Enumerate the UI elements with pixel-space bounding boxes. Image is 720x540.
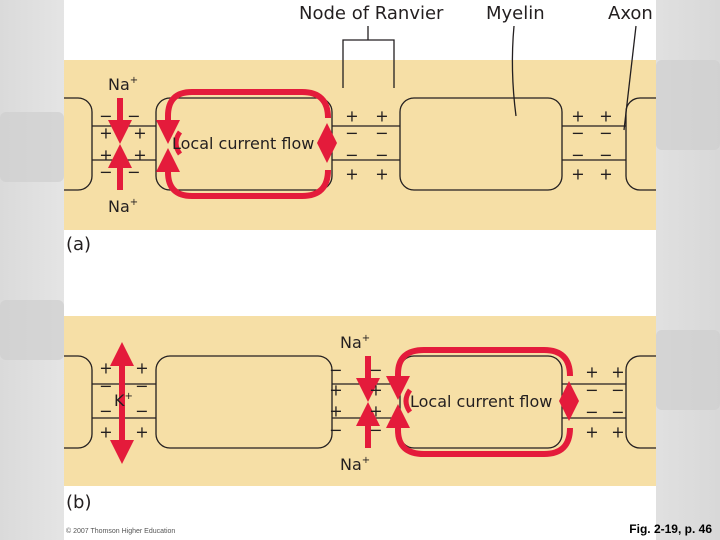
minus-charge-sign: − xyxy=(127,107,140,126)
node-bracket xyxy=(342,26,395,88)
plus-charge-sign: + xyxy=(375,165,388,184)
plus-charge-sign: + xyxy=(585,423,598,442)
axon-pointer xyxy=(623,25,637,131)
plus-charge-sign: + xyxy=(571,165,584,184)
plus-charge-sign: + xyxy=(375,107,388,126)
plus-charge-sign: + xyxy=(345,107,358,126)
plus-charge-sign: + xyxy=(369,381,382,400)
minus-charge-sign: − xyxy=(127,163,140,182)
myelin-sheath xyxy=(625,355,656,449)
current-loop-bottom-b xyxy=(386,404,573,457)
plus-charge-sign: + xyxy=(585,363,598,382)
minus-charge-sign: − xyxy=(571,124,584,143)
minus-charge-sign: − xyxy=(599,146,612,165)
background-shape xyxy=(0,112,64,182)
panel-b xyxy=(64,316,656,486)
plus-charge-sign: + xyxy=(599,165,612,184)
ion-na-bottom-a: Na+ xyxy=(108,197,138,216)
minus-charge-sign: − xyxy=(329,361,342,380)
minus-charge-sign: − xyxy=(99,163,112,182)
minus-charge-sign: − xyxy=(375,146,388,165)
myelin-sheath xyxy=(64,355,93,449)
background-shape xyxy=(656,60,720,150)
copyright-notice: © 2007 Thomson Higher Education xyxy=(66,528,176,535)
figure-panel: Node of Ranvier Myelin Axon (a) (b) Na+ … xyxy=(64,0,656,540)
plus-charge-sign: + xyxy=(611,423,624,442)
plus-charge-sign: + xyxy=(135,359,148,378)
minus-charge-sign: − xyxy=(135,402,148,421)
myelin-sheath xyxy=(399,97,563,191)
myelin-sheath xyxy=(64,97,93,191)
background-shape xyxy=(656,330,720,410)
minus-charge-sign: − xyxy=(611,403,624,422)
minus-charge-sign: − xyxy=(585,381,598,400)
minus-charge-sign: − xyxy=(585,403,598,422)
plus-charge-sign: + xyxy=(133,146,146,165)
current-bracket-left-b xyxy=(403,388,413,414)
minus-charge-sign: − xyxy=(611,381,624,400)
ion-na-top-a: Na+ xyxy=(108,75,138,94)
panel-b-tag: (b) xyxy=(66,492,91,513)
current-loop-bottom-a xyxy=(156,148,331,199)
current-bracket-left-a xyxy=(173,130,183,156)
minus-charge-sign: − xyxy=(571,146,584,165)
minus-charge-sign: − xyxy=(99,107,112,126)
panel-a xyxy=(64,25,656,230)
myelinated-axon-diagram: Node of Ranvier Myelin Axon (a) (b) Na+ … xyxy=(64,3,656,513)
minus-charge-sign: − xyxy=(135,377,148,396)
plus-charge-sign: + xyxy=(369,402,382,421)
ion-k-b: K+ xyxy=(114,391,133,410)
plus-charge-sign: + xyxy=(135,423,148,442)
myelin-pointer xyxy=(511,25,517,117)
figure-caption: Fig. 2-19, p. 46 xyxy=(629,522,712,536)
minus-charge-sign: − xyxy=(369,361,382,380)
plus-charge-sign: + xyxy=(99,359,112,378)
minus-charge-sign: − xyxy=(345,124,358,143)
plus-charge-sign: + xyxy=(99,423,112,442)
local-current-flow-label-b: Local current flow xyxy=(410,392,552,411)
ion-na-bottom-b: Na+ xyxy=(340,455,370,474)
label-myelin: Myelin xyxy=(486,3,545,24)
myelin-sheath xyxy=(625,97,656,191)
minus-charge-sign: − xyxy=(99,402,112,421)
local-current-flow-label-a: Local current flow xyxy=(172,134,314,153)
plus-charge-sign: + xyxy=(99,124,112,143)
current-loop-top-b xyxy=(386,347,573,400)
beige-background-a xyxy=(64,60,656,230)
minus-charge-sign: − xyxy=(345,146,358,165)
minus-charge-sign: − xyxy=(599,124,612,143)
plus-charge-sign: + xyxy=(599,107,612,126)
plus-charge-sign: + xyxy=(611,363,624,382)
plus-charge-sign: + xyxy=(329,402,342,421)
plus-charge-sign: + xyxy=(571,107,584,126)
myelin-sheath xyxy=(155,355,333,449)
panel-a-tag: (a) xyxy=(66,234,91,255)
plus-charge-sign: + xyxy=(133,124,146,143)
ion-na-top-b: Na+ xyxy=(340,333,370,352)
minus-charge-sign: − xyxy=(375,124,388,143)
label-axon: Axon xyxy=(608,3,653,24)
label-node-of-ranvier: Node of Ranvier xyxy=(299,3,444,24)
background-shape xyxy=(0,300,64,360)
minus-charge-sign: − xyxy=(329,421,342,440)
charge-signs: −−++++−−++−−−−++++−−−−++++−−−−++−−++++−−… xyxy=(99,107,624,442)
plus-charge-sign: + xyxy=(329,381,342,400)
plus-charge-sign: + xyxy=(99,146,112,165)
minus-charge-sign: − xyxy=(369,421,382,440)
minus-charge-sign: − xyxy=(99,377,112,396)
plus-charge-sign: + xyxy=(345,165,358,184)
current-loop-top-a xyxy=(156,89,331,144)
